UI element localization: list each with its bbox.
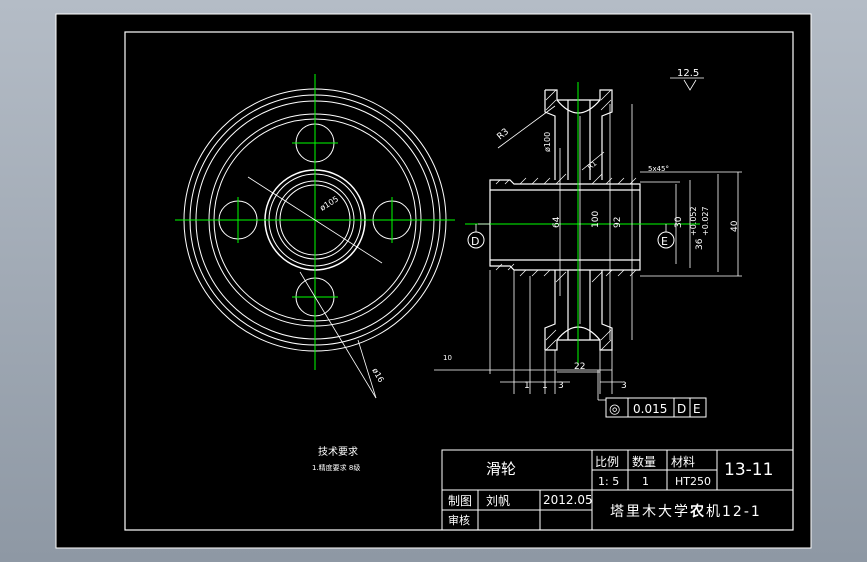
quantity-value: 1 — [642, 475, 649, 488]
tech-notes-line1: 1.精度要求 8级 — [312, 463, 360, 472]
title-block — [441, 449, 794, 531]
drawn-label: 制图 — [448, 494, 472, 508]
datum-d-label: D — [471, 235, 479, 248]
school-name: 塔里木大学农机12-1 — [610, 503, 762, 520]
drawing-sheet — [55, 13, 812, 549]
dim-w3: 3 — [558, 381, 564, 391]
dim-d100-small: ø100 — [543, 132, 552, 152]
section-centerlines — [465, 82, 700, 365]
section-hatching — [495, 89, 637, 351]
tech-notes-title: 技术要求 — [318, 445, 358, 458]
dim-d92: 92 — [613, 217, 623, 228]
header-material: 材料 — [671, 455, 695, 469]
front-dimensions — [247, 176, 383, 399]
dim-w1: 1 — [524, 381, 530, 391]
scale-value: 1: 5 — [598, 475, 619, 488]
section-dimension-lines — [434, 104, 742, 394]
gdt-datum1: D — [677, 402, 686, 416]
front-centerlines — [175, 74, 455, 370]
dim-d30: 30 — [674, 216, 684, 228]
dim-d36: 36 — [695, 238, 705, 250]
roughness-value: 12.5 — [677, 68, 699, 79]
datum-d-marker: D — [467, 223, 490, 249]
dim-tol-upper: +0.052 — [689, 206, 698, 236]
dim-d64: 64 — [552, 216, 562, 228]
school-bold: 农 — [689, 503, 706, 520]
datum-e-marker: E — [657, 224, 675, 249]
school-suffix: 机12-1 — [706, 504, 762, 520]
gdt-value: 0.015 — [633, 402, 667, 416]
dim-w10: 10 — [443, 354, 452, 362]
dim-w3b: 3 — [621, 381, 627, 391]
roughness-symbol: 12.5 — [670, 68, 704, 91]
dim-w1b: 1 — [542, 381, 548, 391]
dim-tol-lower: +0.027 — [701, 206, 710, 236]
check-label: 审核 — [448, 513, 470, 527]
school-prefix: 塔里木大学 — [610, 504, 690, 520]
drawn-by: 刘帆 — [486, 493, 510, 508]
drawing-number: 13-11 — [724, 460, 773, 480]
gdt-datum2: E — [693, 402, 701, 416]
drawing-date: 2012.05 — [543, 493, 593, 507]
dim-d100: 100 — [591, 211, 601, 228]
header-scale: 比例 — [595, 455, 619, 469]
dim-chamfer: 5x45° — [648, 165, 669, 173]
datum-e-label: E — [661, 235, 668, 248]
gdt-frame: ◎ 0.015 D E — [597, 370, 707, 418]
header-quantity: 数量 — [632, 454, 656, 469]
material-value: HT250 — [675, 475, 711, 488]
dim-d40: 40 — [730, 220, 740, 232]
part-name: 滑轮 — [486, 460, 516, 478]
gdt-concentricity-icon: ◎ — [609, 402, 620, 417]
dim-w22: 22 — [574, 362, 585, 372]
